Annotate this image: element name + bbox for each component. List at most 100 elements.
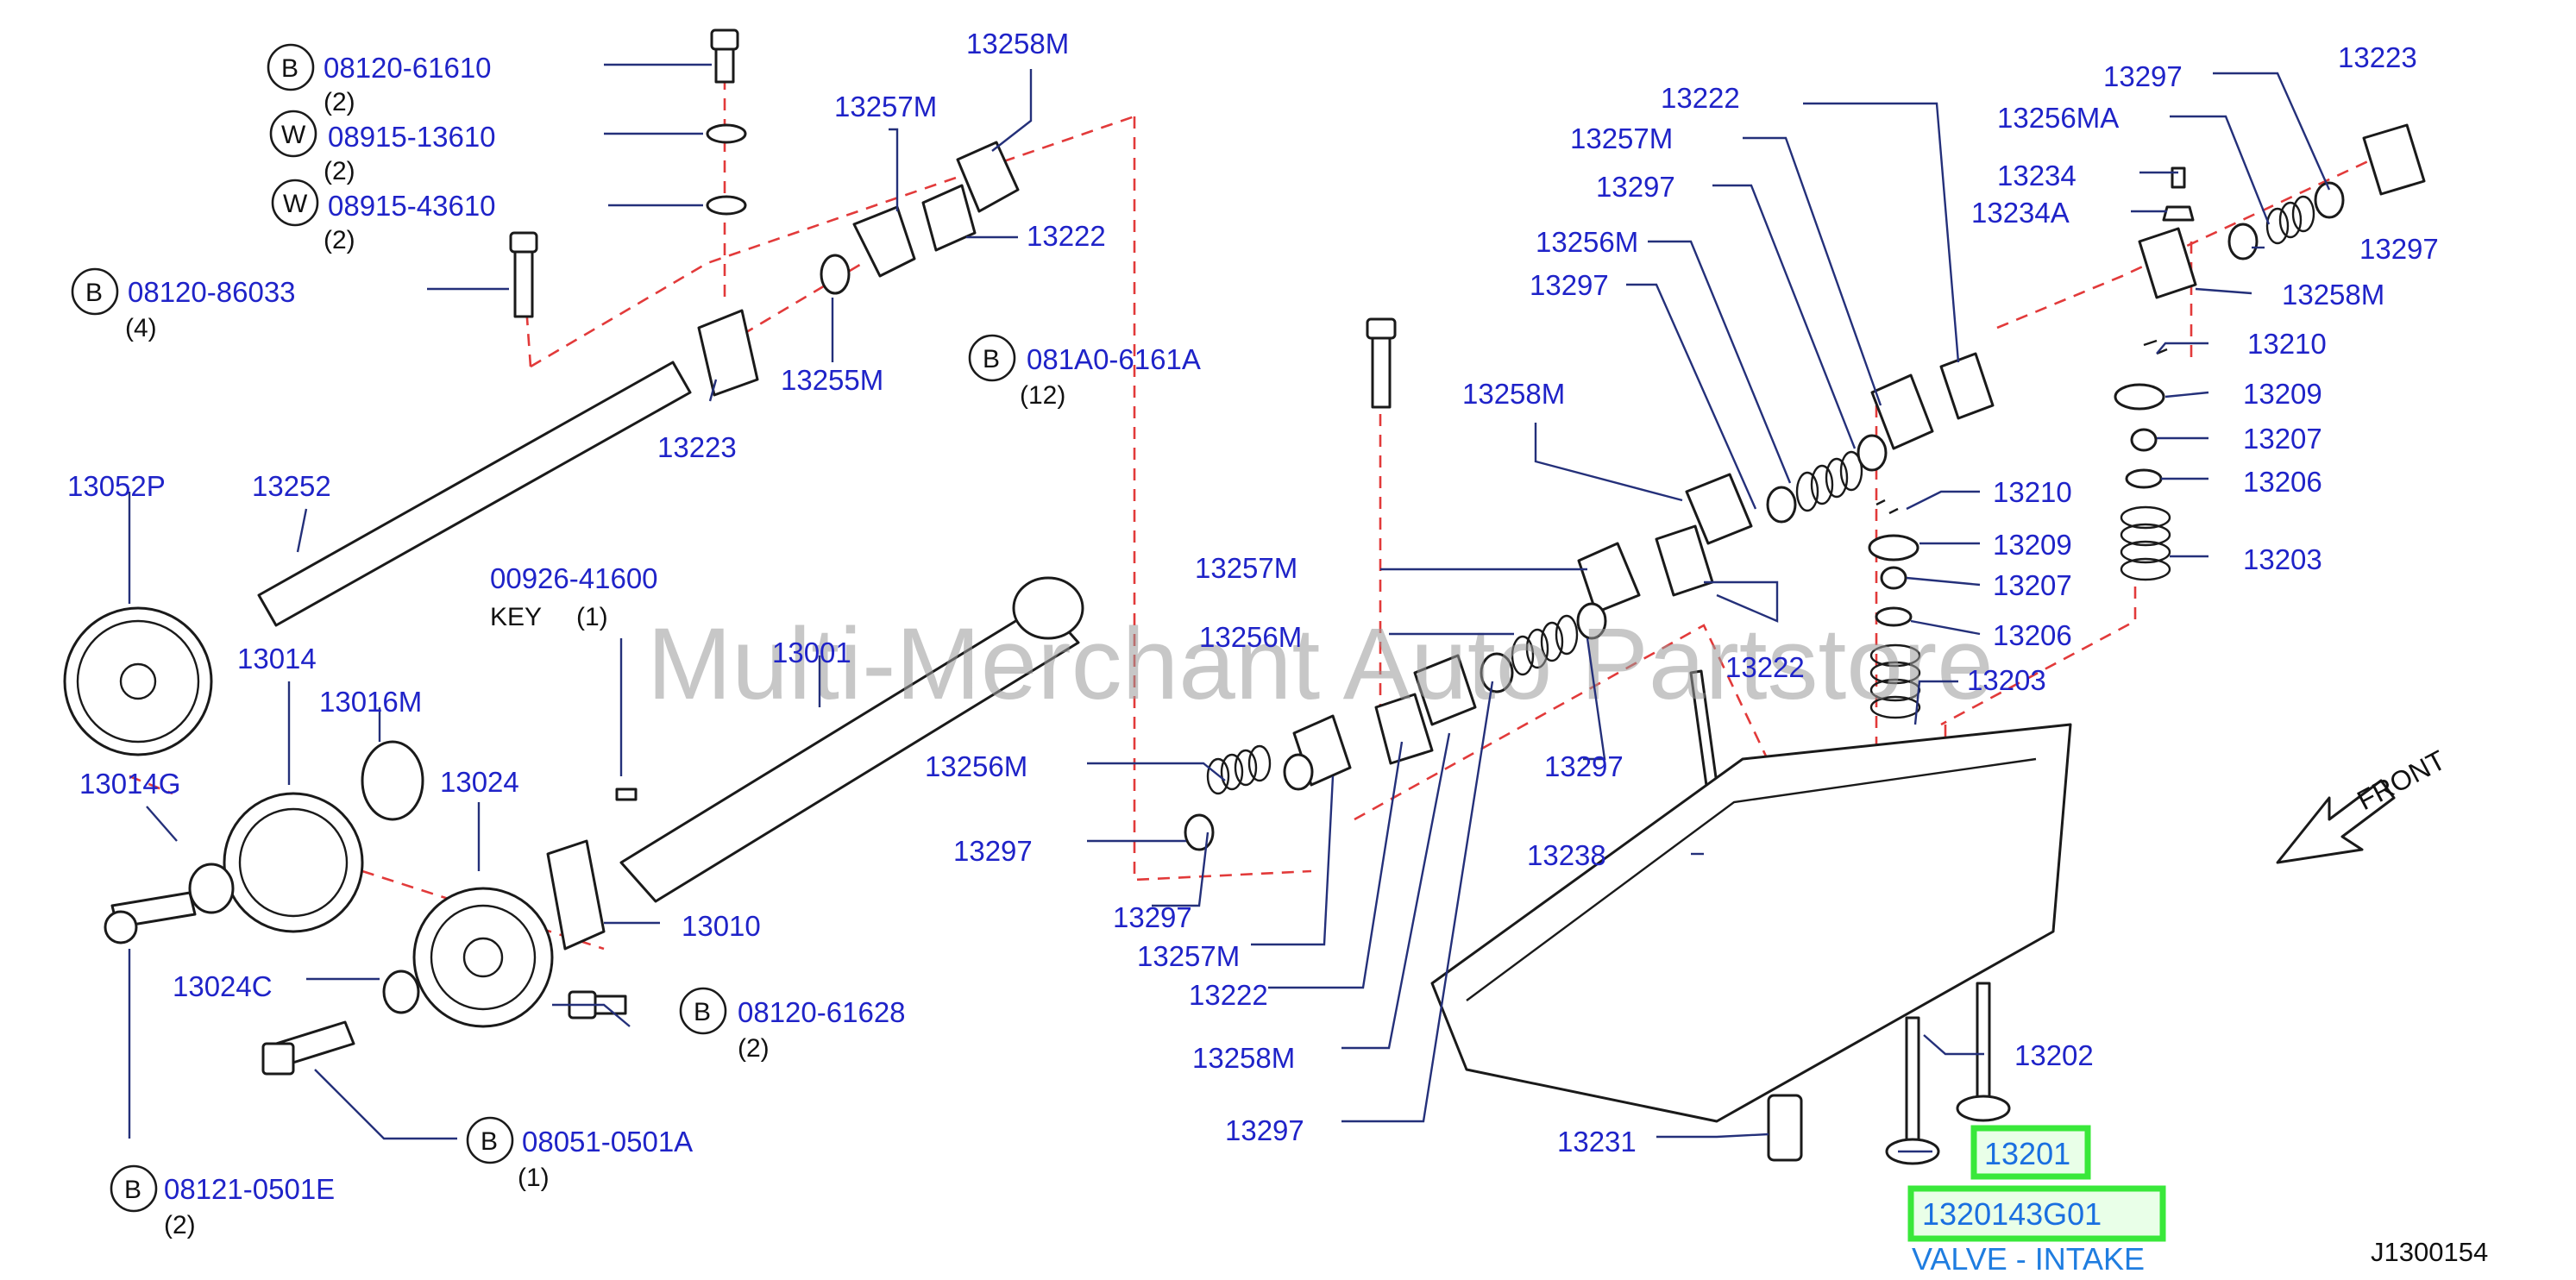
spring-icon [1795,450,1863,512]
quantity: (2) [324,88,355,116]
part-label: 13207 [1993,569,2072,601]
part-number: 081A0-6161A [1027,343,1201,375]
part-label: 13257M [1570,122,1673,154]
key-label: KEY [490,603,542,631]
part-number-box [1907,1185,2166,1242]
quantity: (2) [324,157,355,185]
valve-seal-icon [1880,566,1907,590]
part-label: 13222 [1027,220,1106,252]
washer-icon [1184,813,1215,851]
bolt-icon [1366,317,1397,409]
part-number: 08120-61628 [738,996,906,1028]
bolt-icon [710,28,739,84]
part-label: 13234 [1997,160,2077,191]
shaft-bracket-icon [697,309,759,397]
spacer-icon [382,969,420,1014]
camshaft-icon [619,602,1080,903]
spring-washer-icon [820,254,851,295]
spring-retainer-icon [2114,383,2165,411]
part-number: 08121-0501E [164,1173,335,1205]
part-label: 13256M [925,750,1027,782]
part-label: 13238 [1527,839,1606,871]
sprocket-icon [412,887,554,1028]
part-labels: 13258M 13257M 13222 13255M 13223 13252 1… [67,28,2439,1158]
part-label: 13256MA [1997,102,2119,134]
washer-icon [1480,652,1514,693]
valve-cotter-icon [2143,339,2168,355]
washer-icon [1857,434,1888,472]
callout-code-circle [267,43,315,91]
adjusting-screw-icon [2171,166,2186,189]
cylinder-head-icon [1430,723,2072,1123]
callout-item: B 08051-0501A (1) [466,1116,693,1192]
part-label: 13258M [1462,378,1565,410]
quantity: (12) [1020,381,1065,410]
svg-text:B: B [85,279,103,307]
part-label: 13222 [1189,979,1268,1011]
callout-code-circle [269,110,317,158]
shaft-bracket-icon [2362,123,2426,196]
callout-item: B 08121-0501E (2) [110,1164,335,1239]
part-description: VALVE - INTAKE [1912,1241,2145,1277]
part-label: 13024C [173,970,273,1002]
part-label: 13222 [1661,82,1740,114]
washer-icon [1283,753,1314,791]
part-label: 13256M [1536,226,1638,258]
svg-text:B: B [124,1176,141,1204]
quantity: (2) [324,226,355,254]
part-label: 13297 [2103,60,2183,92]
rocker-bracket-icon [1939,352,1995,420]
cam-sprocket-icon [63,606,213,756]
rocker-bracket-icon [1374,693,1434,765]
part-label: 13297 [953,835,1033,867]
part-label: 13209 [2243,378,2322,410]
callout-code-circle [271,179,319,227]
part-label: 13202 [2014,1039,2094,1071]
part-number: 08915-13610 [328,121,496,153]
part-label: 13297 [2359,233,2439,265]
diagram-reference: J1300154 [2371,1237,2488,1267]
key-part-number: 00926-41600 [490,562,658,594]
part-label: 13024 [440,766,519,798]
washer-icon [1766,486,1797,524]
valve-seal-icon [2130,428,2158,452]
callout-item: B 08120-61610 (2) [267,43,492,116]
valve-spring-icon [1869,643,1921,719]
spring-icon [2265,195,2315,245]
front-arrow-icon [2276,779,2396,864]
spring-seat-icon [1875,606,1913,627]
part-label: 13206 [2243,466,2322,498]
part-label: 13210 [1993,476,2072,508]
gear-icon [223,792,364,933]
spring-retainer-icon [1868,534,1919,562]
callout-item: B 08120-61628 (2) [679,987,906,1063]
part-label: 13252 [252,470,331,502]
washer-icon [1576,602,1607,640]
callout-item: B 081A0-6161A (12) [968,334,1201,410]
part-number: 08120-86033 [128,276,296,308]
rocker-arm-icon [2138,227,2197,299]
seal-plate-icon [546,839,606,951]
part-label: 13297 [1544,750,1624,782]
valve-spring-icon [2120,505,2171,581]
lock-nut-icon [2162,205,2195,222]
spring-icon [1206,744,1272,795]
spring-seat-icon [2125,468,2163,489]
part-label: 13207 [2243,423,2322,455]
highlight-box [1970,1125,2091,1180]
key-icon [615,787,638,801]
part-label: 13258M [1192,1042,1295,1074]
part-label: 13206 [1993,619,2072,651]
svg-text:B: B [983,345,1000,373]
intake-valve-icon [1885,1016,1940,1165]
highlighted-part[interactable]: 13201 1320143G01 VALVE - INTAKE [1907,1125,2166,1277]
part-label: 13297 [1596,171,1675,203]
part-number: 08120-61610 [324,52,492,84]
part-label: 13257M [1195,552,1297,584]
part-label: 13001 [772,637,851,668]
part-label: 13203 [2243,543,2322,575]
watermark: Multi-Merchant Auto Partstore [647,607,1994,721]
rocker-arm-icon [1870,373,1934,450]
part-label: 13257M [834,91,937,122]
